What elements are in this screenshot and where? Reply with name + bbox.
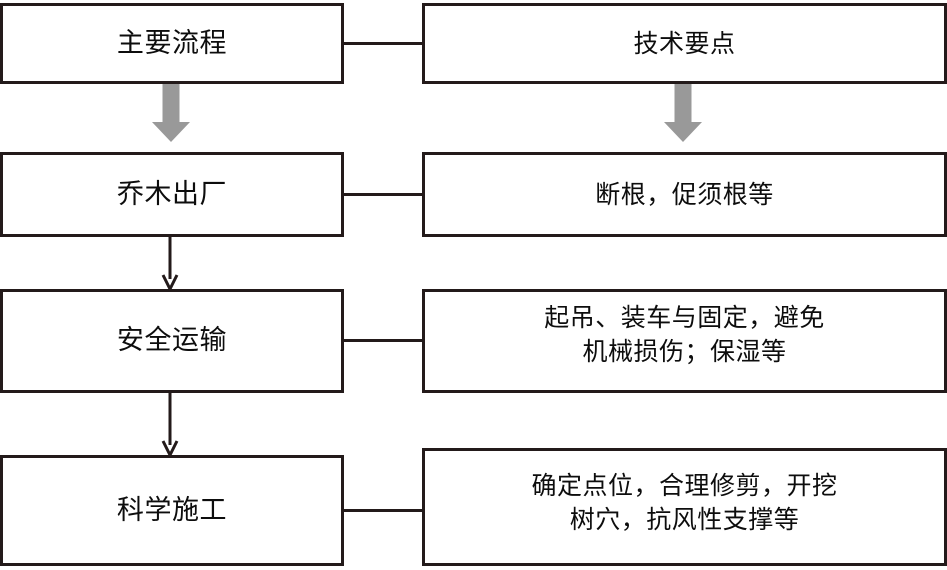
node-tech-points[interactable]: 技术要点 [422, 3, 947, 84]
node-construct-detail-label: 确定点位，合理修剪，开挖 树穴，抗风性支撑等 [531, 471, 838, 534]
node-construct-detail[interactable]: 确定点位，合理修剪，开挖 树穴，抗风性支撑等 [422, 448, 947, 566]
node-main-process[interactable]: 主要流程 [0, 3, 344, 84]
node-safe-transport-label: 安全运输 [116, 325, 228, 357]
node-tree-shipment-label: 乔木出厂 [116, 178, 228, 210]
node-transport-detail[interactable]: 起吊、装车与固定，避免 机械损伤；保湿等 [422, 289, 947, 393]
node-sci-construct-label: 科学施工 [116, 494, 228, 526]
connector-row-1 [341, 42, 425, 45]
connector-row-2 [341, 193, 425, 196]
node-safe-transport[interactable]: 安全运输 [0, 289, 344, 393]
block-arrow-down-icon-right [664, 84, 702, 142]
connector-row-4 [341, 509, 425, 512]
node-root-pruning-label: 断根，促须根等 [595, 179, 774, 209]
node-root-pruning[interactable]: 断根，促须根等 [422, 152, 947, 237]
connector-row-3 [341, 339, 425, 342]
node-tree-shipment[interactable]: 乔木出厂 [0, 152, 344, 237]
node-transport-detail-label: 起吊、装车与固定，避免 机械损伤；保湿等 [544, 303, 825, 366]
line-arrow-down-icon-transport-to-construct [157, 393, 183, 459]
block-arrow-down-icon-left [152, 84, 190, 142]
node-sci-construct[interactable]: 科学施工 [0, 455, 344, 566]
node-tech-points-label: 技术要点 [633, 28, 736, 58]
line-arrow-down-icon-shipment-to-transport [157, 237, 183, 293]
node-main-process-label: 主要流程 [116, 27, 228, 59]
